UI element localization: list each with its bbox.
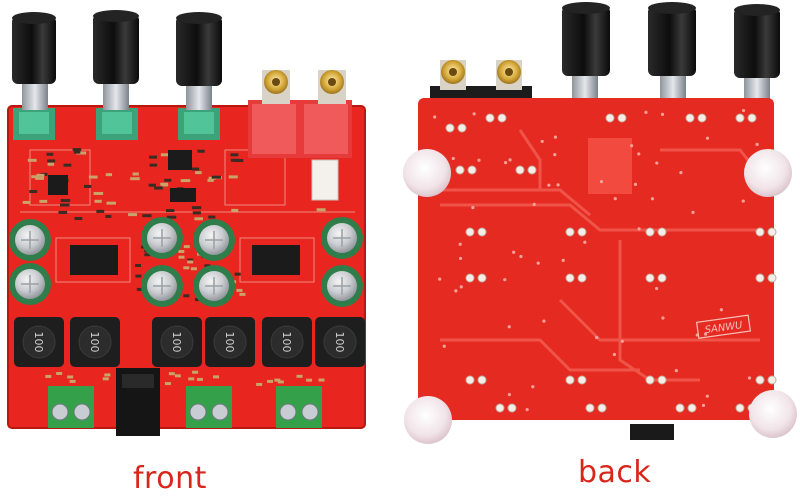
brand-label: SANWU xyxy=(704,320,744,336)
capacitor-4 xyxy=(321,217,363,259)
knob-1 xyxy=(12,12,56,110)
inductor-6: 100 xyxy=(315,317,365,367)
electrolytic-capacitors xyxy=(9,217,363,307)
dc-jack xyxy=(116,368,160,436)
brand-mark: SANWU xyxy=(695,314,752,339)
inductor-mark: 100 xyxy=(170,332,183,353)
screw-terminals xyxy=(48,386,322,428)
front-rca-jacks xyxy=(248,70,352,201)
front-ics xyxy=(48,150,300,275)
inductor-1: 100 xyxy=(14,317,64,367)
inductor-3: 100 xyxy=(152,317,202,367)
inductor-5: 100 xyxy=(262,317,312,367)
inductor-mark: 100 xyxy=(223,332,236,353)
back-rca-jacks xyxy=(430,60,532,102)
inductors: 100 100 100 100 100 100 xyxy=(14,317,365,367)
back-knob-3 xyxy=(734,4,780,100)
back-vias xyxy=(429,108,777,413)
front-knobs xyxy=(12,10,222,110)
caption-back: back xyxy=(578,455,652,490)
back-knob-2 xyxy=(648,2,696,100)
standoffs xyxy=(403,149,797,444)
terminal-1 xyxy=(48,386,94,428)
inductor-mark: 100 xyxy=(32,332,45,353)
inductor-mark: 100 xyxy=(333,332,346,353)
standoff-bottom-right xyxy=(749,390,797,438)
back-knobs xyxy=(562,2,780,100)
capacitor-5 xyxy=(9,263,51,305)
dc-jack-underside xyxy=(630,424,674,440)
capacitor-1 xyxy=(9,219,51,261)
capacitor-7 xyxy=(193,265,235,307)
knob-3 xyxy=(176,12,222,110)
back-knob-1 xyxy=(562,2,610,100)
inductor-mark: 100 xyxy=(280,332,293,353)
front-board: 100 100 100 100 100 100 xyxy=(7,10,366,436)
inductor-4: 100 xyxy=(205,317,255,367)
inductor-mark: 100 xyxy=(88,332,101,353)
standoff-bottom-left xyxy=(404,396,452,444)
capacitor-2 xyxy=(141,217,183,259)
capacitor-8 xyxy=(321,265,363,307)
back-board: SANWU xyxy=(403,2,797,444)
standoff-top-left xyxy=(403,149,451,197)
capacitor-6 xyxy=(141,265,183,307)
back-copper-pad xyxy=(588,138,632,194)
terminal-2 xyxy=(186,386,232,428)
potentiometers xyxy=(13,108,220,140)
caption-front: front xyxy=(133,461,207,496)
capacitor-3 xyxy=(193,219,235,261)
knob-2 xyxy=(93,10,139,110)
standoff-top-right xyxy=(744,149,792,197)
terminal-3 xyxy=(276,386,322,428)
inductor-2: 100 xyxy=(70,317,120,367)
